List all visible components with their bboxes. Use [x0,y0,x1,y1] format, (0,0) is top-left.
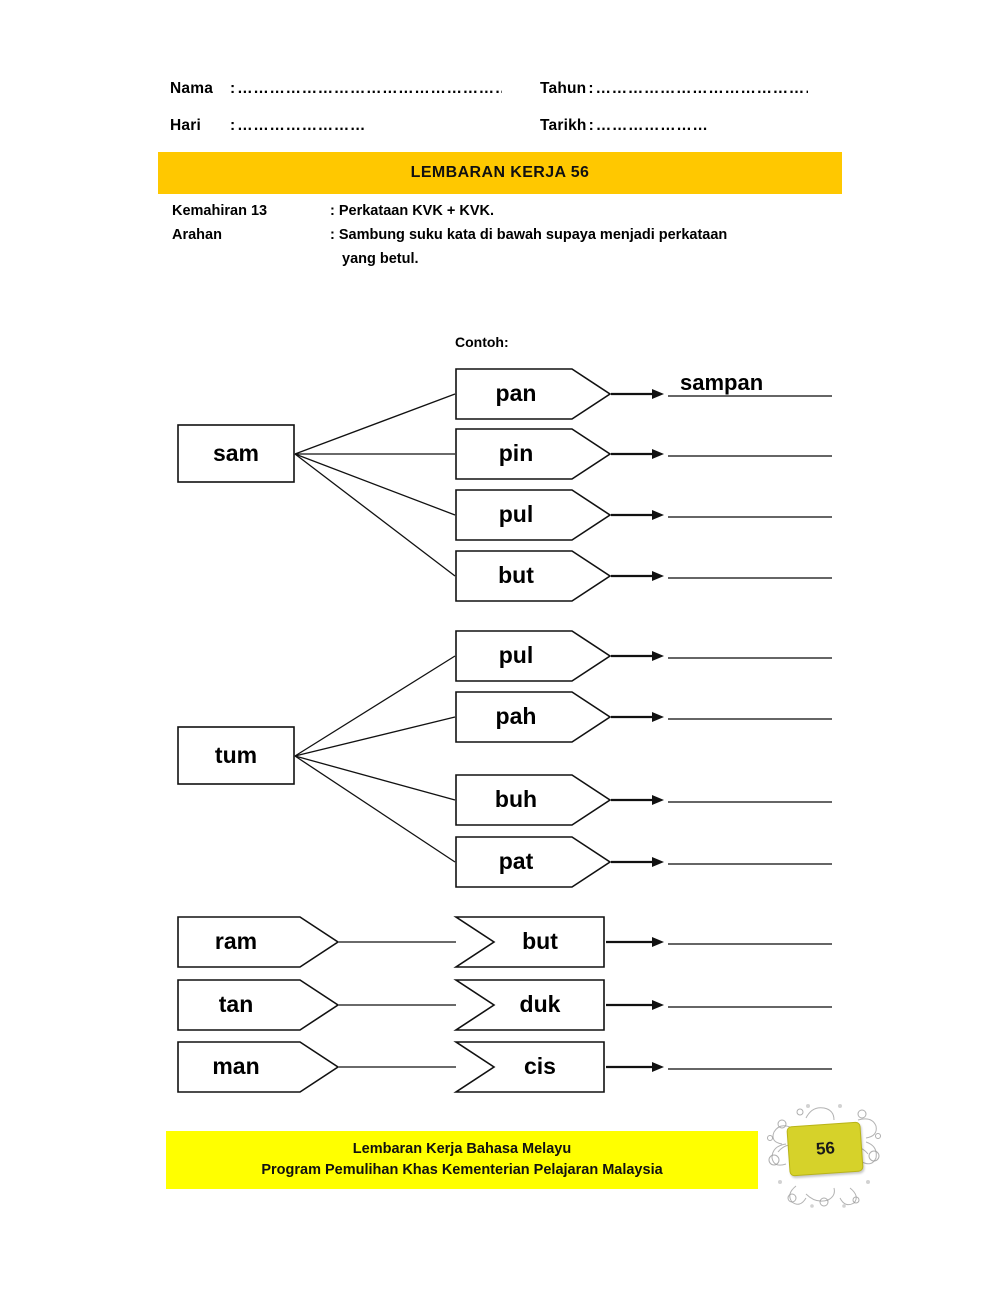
syllable-box-pat-label: pat [499,848,534,874]
example-label: Contoh: [455,334,509,350]
syllable-box-pul-2-label: pul [499,642,534,668]
group-sam: sam pan sampan pin pul [177,368,832,602]
instruction-task: Arahan : Sambung suku kata di bawah supa… [172,227,727,243]
arrowhead-pul-1-icon [652,510,664,520]
syllable-box-ram-label: ram [215,928,257,954]
arrowhead-pair-1-icon [652,937,664,947]
answer-text-sampan: sampan [680,370,763,395]
syllable-box-pat[interactable] [455,836,612,888]
page-title: LEMBARAN KERJA 56 [410,164,590,181]
arrowhead-pair-3-icon [652,1062,664,1072]
field-tarikh-dots: ………………… [595,117,709,134]
arrowhead-pah-icon [652,712,664,722]
syllable-box-but-1[interactable] [455,550,612,602]
page-number: 56 [814,1138,836,1159]
arrowhead-buh-icon [652,795,664,805]
syllable-box-duk[interactable] [453,979,605,1031]
worksheet-title-banner: LEMBARAN KERJA 56 [158,152,842,194]
syllable-box-pin[interactable] [455,428,612,480]
footer-banner: Lembaran Kerja Bahasa Melayu Program Pem… [166,1131,758,1189]
field-tarikh-label: Tarikh [540,117,587,134]
syllable-box-duk-label: duk [520,991,561,1017]
arrowhead-pair-2-icon [652,1000,664,1010]
instruction-task-value: : Sambung suku kata di bawah supaya menj… [330,227,728,243]
group-tum: tum pul pah buh [177,630,832,888]
syllable-box-but-1-label: but [498,562,534,588]
syllable-box-cis[interactable] [453,1041,605,1093]
field-tarikh-colon: : [588,117,594,134]
instruction-skill-value: : Perkataan KVK + KVK. [330,203,494,219]
field-hari-colon: : [230,117,236,134]
arrowhead-pul-2-icon [652,651,664,661]
instruction-skill-key: Kemahiran 13 [172,203,268,219]
connector-tum-pah [294,716,456,757]
group-pairs: ram but tan duk man cis [177,916,832,1093]
arrowhead-pin-icon [652,449,664,459]
field-nama[interactable]: Nama : …………………………………………… [170,80,502,98]
syllable-box-man-label: man [212,1053,259,1079]
syllable-box-pah-label: pah [496,703,537,729]
syllable-box-tan-label: tan [219,991,254,1017]
syllable-box-buh[interactable] [455,774,612,826]
field-tahun[interactable]: Tahun : …………………………………… [540,80,808,98]
field-nama-label: Nama [170,80,214,97]
instruction-skill: Kemahiran 13 : Perkataan KVK + KVK. [172,203,494,219]
page-number-plate: 56 [786,1121,864,1177]
syllable-box-pin-label: pin [499,440,534,466]
field-hari[interactable]: Hari : …………………… [170,117,377,135]
root-box-tum-label: tum [215,742,257,768]
field-tahun-label: Tahun [540,80,587,97]
syllable-box-pul-1[interactable] [455,489,612,541]
field-tarikh[interactable]: Tarikh : ………………… [540,117,721,135]
connector-tum-pul [294,655,456,757]
connector-sam-pul [294,453,456,516]
footer-line-1: Lembaran Kerja Bahasa Melayu [352,1140,572,1157]
syllable-box-buh-label: buh [495,786,537,812]
footer-line-2: Program Pemulihan Khas Kementerian Pelaj… [261,1162,663,1178]
connector-sam-pan [294,393,456,455]
page-number-badge: 56 [762,1098,884,1210]
syllable-box-pul-1-label: pul [499,501,534,527]
field-tahun-dots: …………………………………… [595,80,808,97]
syllable-box-man[interactable] [177,1041,340,1093]
field-tahun-colon: : [588,80,594,97]
field-nama-dots: …………………………………………… [237,80,503,97]
floral-ornament-icon [767,1104,881,1208]
arrowhead-pat-icon [652,857,664,867]
field-nama-colon: : [230,80,236,97]
instruction-task-value-continued: yang betul. [342,251,419,267]
syllable-box-pan-label: pan [496,380,537,406]
arrowhead-but-1-icon [652,571,664,581]
root-box-sam[interactable] [177,424,295,483]
syllable-box-cis-label: cis [524,1053,556,1079]
field-hari-dots: …………………… [237,117,366,134]
syllable-box-but-2-label: but [522,928,558,954]
connector-tum-pat [294,755,456,863]
root-box-tum[interactable] [177,726,295,785]
connector-tum-buh [294,755,456,801]
syllable-box-pul-2[interactable] [455,630,612,682]
syllable-box-ram[interactable] [177,916,340,968]
root-box-sam-label: sam [213,440,259,466]
field-hari-label: Hari [170,117,201,134]
syllable-box-but-2[interactable] [453,916,605,968]
instruction-task-key: Arahan [172,227,222,243]
syllable-box-pah[interactable] [455,691,612,743]
syllable-box-tan[interactable] [177,979,340,1031]
syllable-box-pan[interactable] [455,368,612,420]
connector-sam-but [294,453,456,577]
arrowhead-pan-icon [652,389,664,399]
